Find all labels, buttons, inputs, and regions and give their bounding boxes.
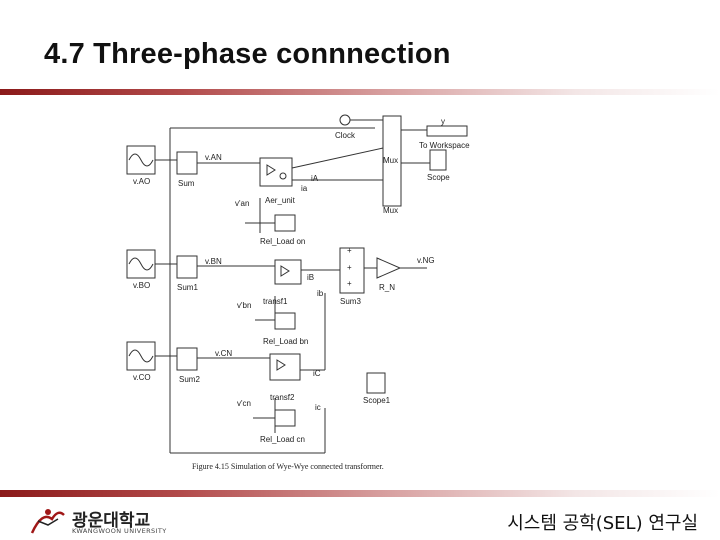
- logo-korean-text: 광운대학교: [72, 511, 151, 531]
- vCO-label: v.CO: [133, 373, 151, 382]
- ic-label: ic: [315, 403, 321, 412]
- vAN-label: v.AN: [205, 153, 222, 162]
- sum3-label: Sum3: [340, 297, 361, 306]
- scope1-block: [366, 372, 386, 394]
- vNG-label: v.NG: [417, 256, 435, 265]
- sum3-block: [339, 247, 365, 294]
- bottom-divider: [0, 490, 720, 497]
- rload-an-label: Rel_Load on: [260, 237, 305, 246]
- scope-block: [429, 149, 447, 171]
- load-b-block: [274, 312, 296, 330]
- scope1-label: Scope1: [363, 396, 391, 405]
- to-workspace-label: To Workspace: [419, 141, 470, 150]
- ia-label: ia: [301, 184, 308, 193]
- mux2-label: Mux: [383, 206, 398, 215]
- rn-label: R_N: [379, 283, 395, 292]
- vBO-label: v.BO: [133, 281, 150, 290]
- simulink-diagram: Clock y To Workspace Mux Scope Mux v.AO …: [126, 114, 470, 454]
- sum-block: [176, 151, 198, 175]
- scope-label: Scope: [427, 173, 450, 182]
- slide-title: 4.7 Three-phase connnection: [44, 38, 451, 70]
- rload-bn-label: Rel_Load bn: [263, 337, 308, 346]
- iB-label: iB: [307, 273, 314, 282]
- gain-rn-block: [376, 257, 402, 279]
- clock-label: Clock: [335, 131, 356, 140]
- top-divider: [0, 89, 720, 95]
- plus3-label: +: [347, 279, 352, 288]
- mux-block: [382, 115, 402, 207]
- y-label: y: [441, 117, 445, 126]
- load-c-block: [274, 409, 296, 427]
- mux-label: Mux: [383, 156, 398, 165]
- load-a-block: [274, 214, 296, 232]
- plus1-label: +: [347, 246, 352, 255]
- transf1-label: transf1: [263, 297, 288, 306]
- vCN-label: v.CN: [215, 349, 232, 358]
- figure-caption: Figure 4.15 Simulation of Wye-Wye connec…: [192, 462, 384, 471]
- vBN-label: v.BN: [205, 257, 222, 266]
- rload-cn-label: Rel_Load cn: [260, 435, 305, 444]
- iA-label: iA: [311, 174, 319, 183]
- to-workspace-block: [426, 125, 468, 137]
- logo-english-text: KWANGWOON UNIVERSITY: [72, 527, 167, 535]
- transf-unit-label: Aer_unit: [265, 196, 296, 205]
- van-label: v'an: [235, 199, 249, 208]
- sum1-block: [176, 255, 198, 279]
- footer-lab-name: 시스템 공학(SEL) 연구실: [507, 513, 698, 534]
- plus2-label: +: [347, 263, 352, 272]
- transformer-b-block: [274, 259, 302, 285]
- transformer-a-block: [259, 157, 293, 187]
- logo-emblem-icon: [30, 509, 65, 534]
- sum2-block: [176, 347, 198, 371]
- sum2-label: Sum2: [179, 375, 200, 384]
- sum-label: Sum: [178, 179, 195, 188]
- transformer-c-block: [269, 353, 301, 381]
- transf2-label: transf2: [270, 393, 295, 402]
- iC-label: iC: [313, 369, 321, 378]
- clock-icon: [339, 114, 351, 126]
- vcn-label: v'cn: [237, 399, 251, 408]
- vAO-label: v.AO: [133, 177, 150, 186]
- ib-label: ib: [317, 289, 324, 298]
- vbn-label: v'bn: [237, 301, 251, 310]
- university-logo: 광운대학교 KWANGWOON UNIVERSITY: [28, 505, 188, 539]
- sum1-label: Sum1: [177, 283, 198, 292]
